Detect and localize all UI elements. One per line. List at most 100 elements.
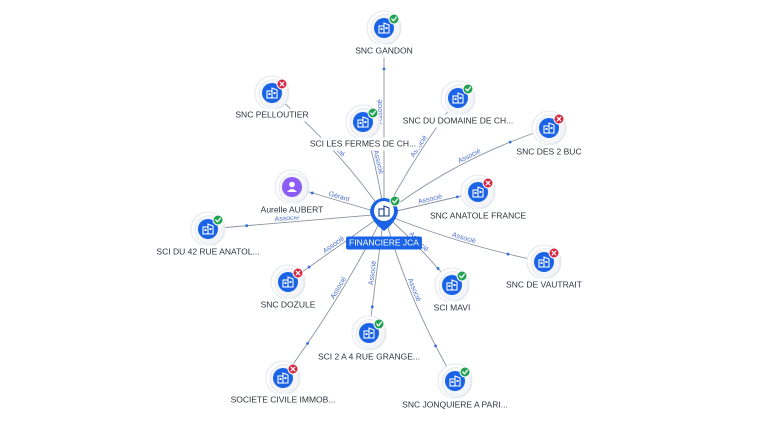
building-icon [363,327,375,339]
check-icon [212,214,224,226]
cross-icon [548,247,560,259]
cross-icon [287,363,299,375]
edge-line [282,213,385,379]
node-label[interactable]: SCI 2 A 4 RUE GRANGE... [314,350,424,364]
edge-label: Associé [368,260,378,285]
center-node[interactable]: FINANCIERE JCA [346,195,422,250]
node-label-text: SOCIETE CIVILE IMMOB... [231,394,336,404]
cross-icon [276,78,288,90]
building-icon [266,87,278,99]
node-n1[interactable]: SNC GANDON [352,10,416,58]
edge-label: Gérant [328,191,351,204]
node-n3[interactable]: SCI LES FERMES DE CH... [306,104,420,151]
check-icon [462,83,474,95]
check-icon [388,13,400,25]
node-n10[interactable]: SNC DOZULE [257,264,319,312]
building-icon [446,279,458,291]
node-n2[interactable]: SNC PELLOUTIER [232,75,312,122]
cross-icon [553,113,565,125]
edge-label: Associé [372,149,384,175]
node-label-text: SNC GANDON [355,45,413,55]
nodes-layer: SNC GANDON SNC PELLOUTIER SCI LES FERMES D… [153,10,585,412]
node-label-text: SNC PELLOUTIER [235,109,308,119]
node-n5[interactable]: SNC DES 2 BUC [513,110,585,159]
node-n13[interactable]: SOCIETE CIVILE IMMOB... [227,360,339,407]
node-n4[interactable]: SNC DU DOMAINE DE CH... [399,80,517,128]
building-icon [277,372,289,384]
node-label-text: SCI LES FERMES DE CH... [310,138,416,148]
node-n12[interactable]: SCI 2 A 4 RUE GRANGE... [314,315,424,364]
node-label[interactable]: SNC JONQUIERE A PARI... [399,398,511,412]
edge-n8: Associé [207,213,385,230]
node-label[interactable]: SCI DU 42 RUE ANATOL... [153,245,263,259]
node-label-text: SNC DES 2 BUC [516,146,581,156]
edge-n12: Associé [368,213,385,334]
check-icon [456,270,468,282]
center-label[interactable]: FINANCIERE JCA [346,236,422,250]
node-label[interactable]: SNC DU DOMAINE DE CH... [399,114,517,128]
building-icon [538,256,550,268]
edge-arrow [306,341,309,345]
edge-line [383,127,550,215]
node-label-text: SNC DE VAUTRAIT [506,279,582,289]
node-n9[interactable]: SNC DE VAUTRAIT [503,244,585,292]
building-icon [378,22,390,34]
node-label[interactable]: SNC DES 2 BUC [513,145,585,159]
edge-label: Associé [322,235,346,255]
edge-arrow [508,140,512,144]
node-label-text: SNC DU DOMAINE DE CH... [403,115,514,125]
edge-label: Associé [451,232,477,246]
check-icon [389,195,401,207]
node-n6[interactable]: Aurelle AUBERT [257,169,327,217]
check-icon [373,318,385,330]
node-n7[interactable]: SNC ANATOLE FRANCE [426,174,530,223]
cross-icon [292,267,304,279]
node-n8[interactable]: SCI DU 42 RUE ANATOL... [153,211,263,259]
edge-line [207,213,385,230]
node-label[interactable]: SNC DOZULE [257,298,319,312]
node-label[interactable]: SNC PELLOUTIER [232,108,312,122]
center-label-text: FINANCIERE JCA [349,237,419,247]
person-icon [287,181,297,192]
edge-arrow [506,252,510,256]
node-label-text: SCI 2 A 4 RUE GRANGE... [318,351,420,361]
node-label-text: SCI MAVI [434,302,471,312]
node-label[interactable]: SCI LES FERMES DE CH... [306,137,420,151]
edge-line [383,213,456,382]
node-label[interactable]: SNC ANATOLE FRANCE [426,209,530,223]
edge-line [383,213,545,263]
edge-arrow [370,305,374,309]
building-icon [357,116,369,128]
node-label[interactable]: SNC DE VAUTRAIT [503,278,585,292]
node-label-text: SNC JONQUIERE A PARI... [402,399,508,409]
building-icon [452,92,464,104]
check-icon [459,366,471,378]
node-n14[interactable]: SNC JONQUIERE A PARI... [399,363,511,412]
edge-arrow [382,67,386,71]
building-icon [543,122,555,134]
edge-arrow [307,265,311,269]
node-label[interactable]: SOCIETE CIVILE IMMOB... [227,393,339,407]
check-icon [367,107,379,119]
node-label[interactable]: SCI MAVI [430,301,474,315]
edge-arrow [245,224,249,228]
edge-arrow [436,267,440,270]
edge-label: Associé [406,277,422,302]
edge-label: Associé [274,214,299,223]
building-icon [472,186,484,198]
edge-label: Associé [330,276,349,301]
node-label-text: Aurelle AUBERT [261,204,324,214]
edge-arrow [434,344,437,348]
edge-label: Associé [417,193,443,205]
building-icon [282,276,294,288]
node-label[interactable]: SNC GANDON [352,44,416,58]
cross-icon [482,177,494,189]
edge-arrow [310,191,314,195]
building-icon [449,375,461,387]
building-icon [202,223,214,235]
node-label[interactable]: Aurelle AUBERT [257,203,327,217]
node-label-text: SNC ANATOLE FRANCE [430,210,526,220]
node-n11[interactable]: SCI MAVI [430,267,474,315]
node-label-text: SNC DOZULE [261,299,316,309]
